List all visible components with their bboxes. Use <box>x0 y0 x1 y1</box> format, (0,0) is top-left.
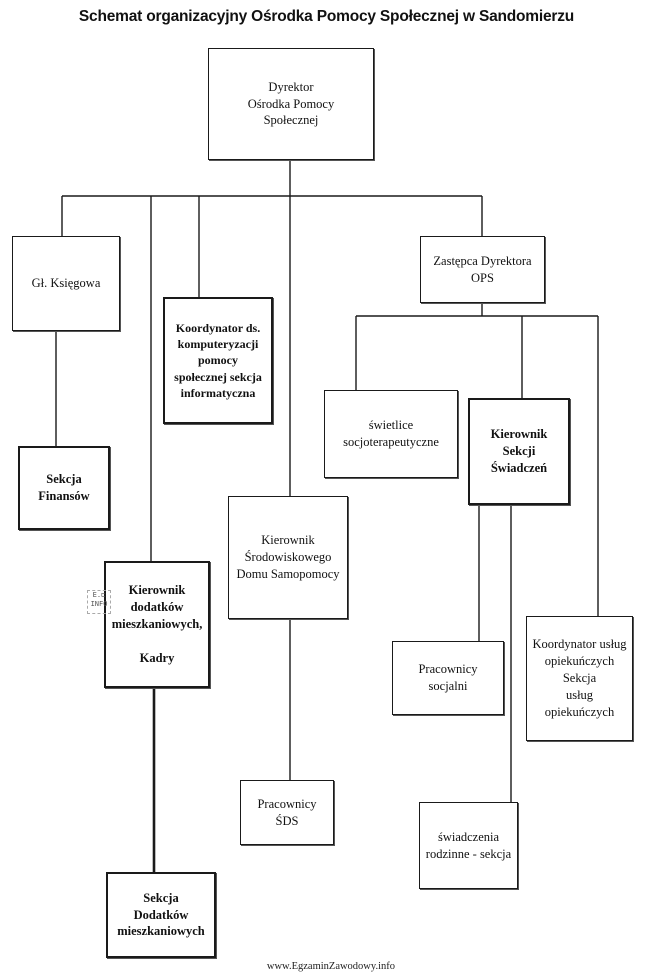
watermark-text: www.EgzaminZawodowy.info <box>266 961 395 972</box>
pracownicy-socjalni-box: Pracownicy socjalni <box>392 641 504 715</box>
swiadczenia-rodzinne-box: świadczenia rodzinne - sekcja <box>419 802 518 889</box>
kierownik-sds-box: Kierownik Środowiskowego Domu Samopomocy <box>228 496 348 619</box>
kierownik-dodatkow-label: Kierownik dodatków mieszkaniowych, Kadry <box>111 583 203 665</box>
dyrektor-label: Dyrektor Ośrodka Pomocy Społecznej <box>247 79 335 128</box>
kierownik-sds-label: Kierownik Środowiskowego Domu Samopomocy <box>236 533 340 581</box>
kierownik-sekcji-swiadczen-box: Kierownik Sekcji Świadczeń <box>468 398 570 505</box>
stray-info-label: E.⊏ INFO <box>90 591 108 608</box>
chart-title: Schemat organizacyjny Ośrodka Pomocy Spo… <box>78 8 575 25</box>
glowna-ksiegowa-label: Gł. Księgowa <box>31 276 101 291</box>
swietlice-box: świetlice socjoterapeutyczne <box>324 390 458 478</box>
pracownicy-sds-label: Pracownicy ŚDS <box>257 796 317 828</box>
pracownicy-sds-box: Pracownicy ŚDS <box>240 780 334 845</box>
pracownicy-socjalni-label: Pracownicy socjalni <box>418 662 478 693</box>
glowna-ksiegowa-box: Gł. Księgowa <box>12 236 120 331</box>
sekcja-finansow-label: Sekcja Finansów <box>38 472 90 503</box>
zastepca-dyrektora-box: Zastępca Dyrektora OPS <box>420 236 545 303</box>
koordynator-komputeryzacji-label: Koordynator ds. komputeryzacji pomocy sp… <box>174 321 262 400</box>
koordynator-uslug-label: Koordynator usług opiekuńczych Sekcja us… <box>532 637 627 719</box>
sekcja-finansow-box: Sekcja Finansów <box>18 446 110 530</box>
sekcja-dodatkow-box: Sekcja Dodatków mieszkaniowych <box>106 872 216 958</box>
zastepca-dyrektora-label: Zastępca Dyrektora OPS <box>433 253 532 285</box>
koordynator-komputeryzacji-box: Koordynator ds. komputeryzacji pomocy sp… <box>163 297 273 424</box>
swietlice-label: świetlice socjoterapeutyczne <box>343 418 439 449</box>
kierownik-dodatkow-box: Kierownik dodatków mieszkaniowych, Kadry <box>104 561 210 688</box>
sekcja-dodatkow-label: Sekcja Dodatków mieszkaniowych <box>117 890 205 939</box>
koordynator-uslug-box: Koordynator usług opiekuńczych Sekcja us… <box>526 616 633 741</box>
kierownik-sekcji-swiadczen-label: Kierownik Sekcji Świadczeń <box>490 427 548 475</box>
swiadczenia-rodzinne-label: świadczenia rodzinne - sekcja <box>425 829 512 861</box>
stray-info-mark: E.⊏ INFO <box>87 590 111 614</box>
dyrektor-box: Dyrektor Ośrodka Pomocy Społecznej <box>208 48 374 160</box>
